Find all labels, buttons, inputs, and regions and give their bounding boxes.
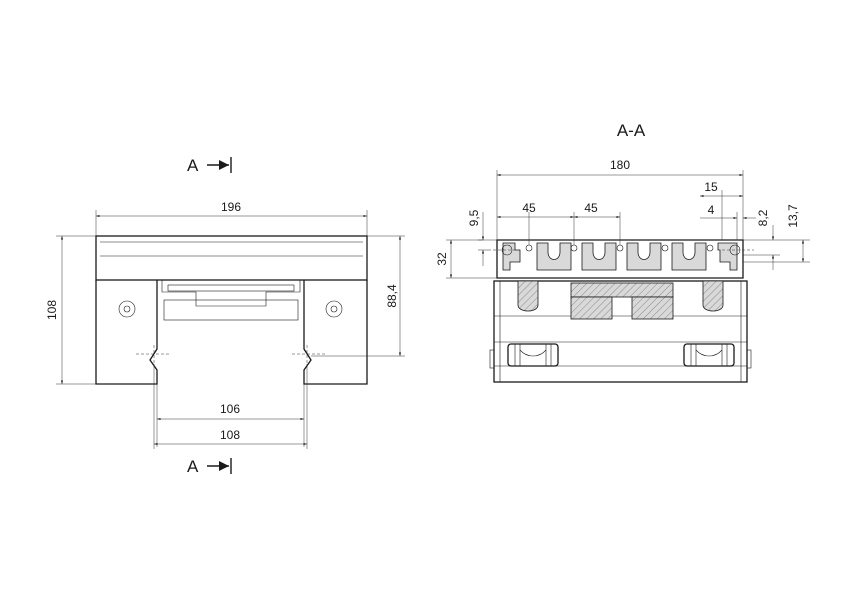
carriage-body — [493, 280, 748, 383]
inner-block — [163, 299, 299, 321]
t-slot-2 — [581, 242, 617, 271]
left-groove — [149, 348, 158, 371]
dim-right-height-label: 88,4 — [385, 284, 399, 308]
right-mounting-hole — [325, 300, 343, 318]
profile-hole — [616, 244, 624, 252]
section-marker-bottom: A — [187, 457, 232, 476]
profile-hole — [525, 244, 533, 252]
front-view: 196 108 88,4 106 108 A A — [45, 156, 405, 476]
dim-15-label: 15 — [704, 180, 718, 194]
inner-slot — [167, 284, 295, 292]
slot-right-edge — [717, 242, 738, 271]
profile-hole — [570, 244, 578, 252]
side-cap-right — [746, 349, 752, 369]
body-left-flank — [95, 280, 158, 385]
carriage-top-plate — [95, 235, 368, 281]
body-right-flank — [303, 280, 368, 385]
dim-height-label: 108 — [45, 300, 59, 320]
roller-right — [683, 343, 735, 367]
hatched-block-left — [570, 296, 613, 320]
profile-hole — [661, 244, 669, 252]
left-mounting-hole — [118, 300, 136, 318]
t-slot-1 — [536, 242, 572, 271]
right-groove — [303, 348, 312, 371]
right-mounting-hole-core — [330, 305, 338, 313]
side-cap-left — [489, 349, 495, 369]
section-letter-top: A — [187, 156, 199, 175]
dim-4-label: 4 — [708, 203, 715, 217]
top-profile-outline — [496, 239, 744, 279]
section-letter-bottom: A — [187, 457, 199, 476]
dim-width-label: 196 — [221, 200, 241, 214]
t-slot-4 — [671, 242, 707, 271]
dim-180-label: 180 — [610, 158, 630, 172]
dim-13-7-label: 13,7 — [786, 204, 800, 228]
inner-profile — [161, 280, 301, 307]
hatched-nut-left — [517, 280, 539, 312]
dim-45-right-label: 45 — [584, 201, 598, 215]
left-mounting-hole-core — [123, 305, 131, 313]
section-view: A-A — [435, 121, 810, 383]
section-marker-top: A — [187, 156, 232, 175]
roller-left — [507, 343, 559, 367]
slot-left-edge — [502, 242, 521, 271]
profile-hole — [706, 244, 714, 252]
dim-inner-106-label: 106 — [220, 402, 240, 416]
t-slot-3 — [626, 242, 662, 271]
dim-9-5-label: 9,5 — [467, 209, 481, 226]
dim-45-left-label: 45 — [522, 201, 536, 215]
dim-32-label: 32 — [435, 252, 449, 266]
hatched-nut-right — [702, 280, 724, 312]
hatched-center-bar — [570, 282, 674, 298]
hatched-block-right — [631, 296, 674, 320]
dim-8-2-label: 8,2 — [756, 209, 770, 226]
side-bolt-left — [501, 244, 513, 256]
section-view-title: A-A — [617, 121, 646, 140]
dim-inner-108-label: 108 — [220, 428, 240, 442]
